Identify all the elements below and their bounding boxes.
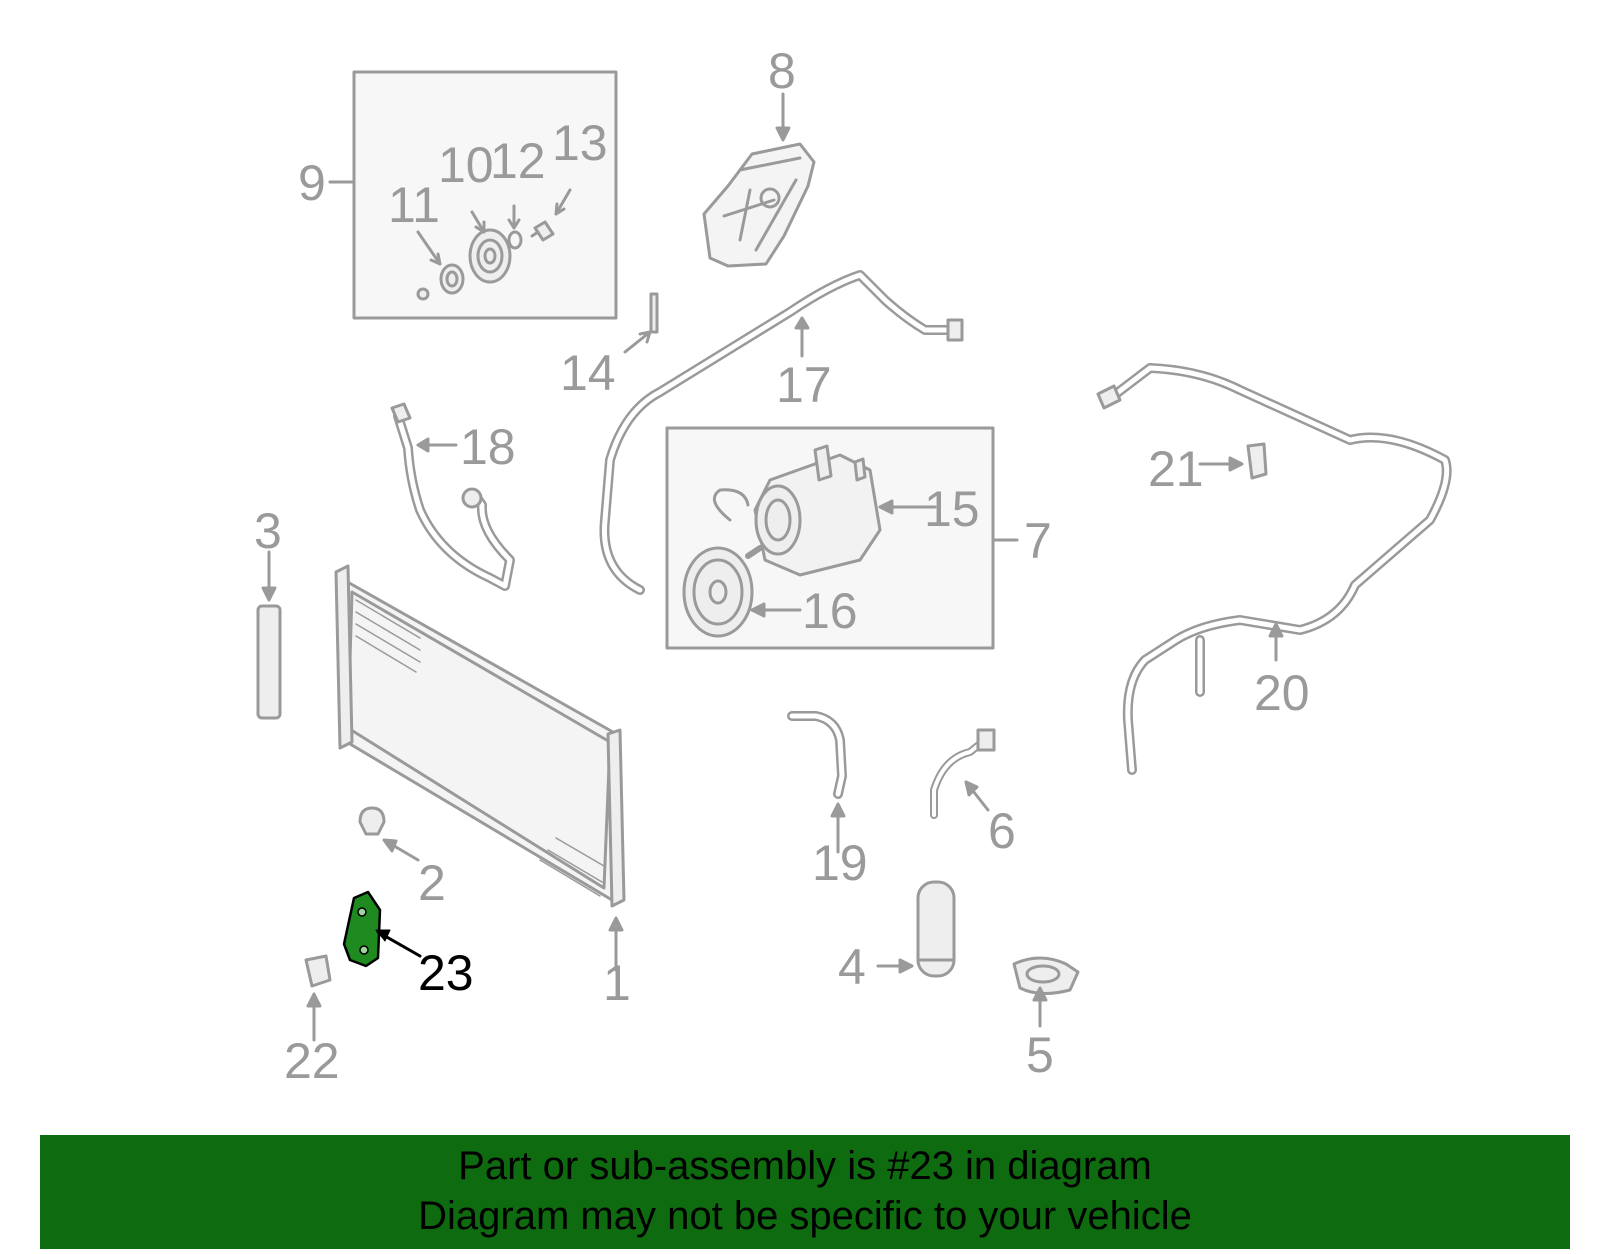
callout-21[interactable]: 21 bbox=[1148, 441, 1204, 497]
part-14-bolt bbox=[649, 292, 659, 334]
callout-20[interactable]: 20 bbox=[1254, 665, 1310, 721]
part-3-desiccant bbox=[256, 604, 282, 720]
callout-15[interactable]: 15 bbox=[924, 481, 980, 537]
callout-16[interactable]: 16 bbox=[802, 583, 858, 639]
part-11-ring bbox=[439, 263, 465, 295]
callout-22[interactable]: 22 bbox=[284, 1033, 340, 1089]
part-23-bracket bbox=[342, 890, 382, 968]
callout-6[interactable]: 6 bbox=[988, 803, 1016, 859]
part-4-receiver bbox=[916, 880, 956, 978]
callout-19[interactable]: 19 bbox=[812, 835, 868, 891]
callout-18[interactable]: 18 bbox=[460, 419, 516, 475]
banner-line-2: Diagram may not be specific to your vehi… bbox=[418, 1194, 1192, 1238]
info-banner: Part or sub-assembly is #23 in diagram D… bbox=[40, 1135, 1570, 1249]
callout-8[interactable]: 8 bbox=[768, 43, 796, 99]
callout-14[interactable]: 14 bbox=[560, 345, 616, 401]
callout-1[interactable]: 1 bbox=[603, 955, 631, 1011]
part-21-valve bbox=[1246, 442, 1268, 480]
callout-3[interactable]: 3 bbox=[254, 503, 282, 559]
callout-10[interactable]: 10 bbox=[438, 137, 494, 193]
callout-12[interactable]: 12 bbox=[490, 133, 546, 189]
callout-13[interactable]: 13 bbox=[552, 115, 608, 171]
banner-line-1: Part or sub-assembly is #23 in diagram bbox=[458, 1144, 1152, 1188]
part-13-bolt bbox=[530, 220, 555, 242]
callout-23-highlighted[interactable]: 23 bbox=[418, 945, 474, 1001]
callout-4[interactable]: 4 bbox=[838, 939, 866, 995]
callout-17[interactable]: 17 bbox=[776, 357, 832, 413]
callout-2[interactable]: 2 bbox=[418, 855, 446, 911]
part-5-clamp bbox=[1012, 956, 1080, 995]
part-11-washer bbox=[416, 287, 430, 301]
callout-5[interactable]: 5 bbox=[1026, 1027, 1054, 1083]
callout-11[interactable]: 11 bbox=[388, 177, 440, 233]
callout-7[interactable]: 7 bbox=[1024, 513, 1052, 569]
part-12-ring bbox=[507, 230, 523, 250]
part-10-pulley bbox=[468, 228, 512, 284]
callout-9[interactable]: 9 bbox=[298, 155, 326, 211]
part-22-clip bbox=[304, 954, 332, 988]
part-2-grommet bbox=[358, 806, 386, 836]
